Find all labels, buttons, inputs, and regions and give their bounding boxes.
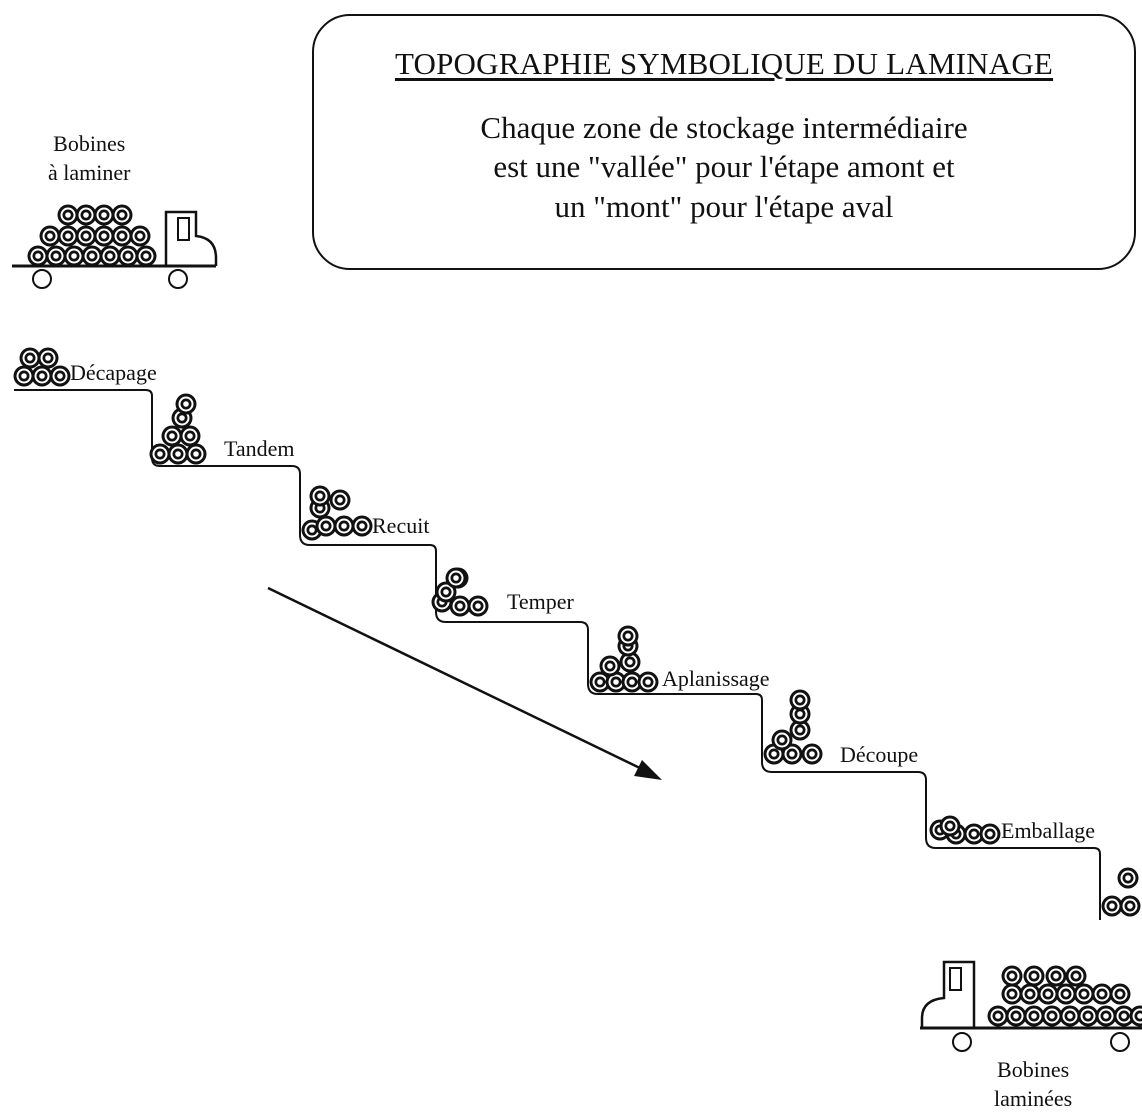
end-label: Bobines laminées xyxy=(994,1056,1072,1113)
subtitle-line: un "mont" pour l'étape aval xyxy=(314,187,1134,226)
coil-icon xyxy=(1118,868,1139,889)
coil-icon xyxy=(82,246,103,267)
coil-icon xyxy=(446,568,467,589)
title-box: TOPOGRAPHIE SYMBOLIQUE DU LAMINAGE Chaqu… xyxy=(312,14,1136,270)
coil-icon xyxy=(168,444,189,465)
coil-icon xyxy=(334,516,355,537)
coil-icon xyxy=(64,246,85,267)
subtitle-line: Chaque zone de stockage intermédiaire xyxy=(314,108,1134,147)
coil-icon xyxy=(1024,966,1045,987)
coil-icon xyxy=(1006,1006,1027,1027)
coil-icon xyxy=(76,226,97,247)
coil-icon xyxy=(46,246,67,267)
coil-icon xyxy=(1046,966,1067,987)
start-label: Bobines à laminer xyxy=(48,130,130,187)
end-label-line: Bobines xyxy=(994,1056,1072,1085)
coil-icon xyxy=(20,348,41,369)
coil-icon xyxy=(772,730,793,751)
coil-stack-icon xyxy=(432,568,489,617)
coil-stack-icon xyxy=(302,486,373,541)
coil-stack-icon xyxy=(150,394,207,465)
coil-icon xyxy=(136,246,157,267)
coil-icon xyxy=(1096,1006,1117,1027)
coil-icon xyxy=(58,226,79,247)
coil-icon xyxy=(28,246,49,267)
coil-icon xyxy=(150,444,171,465)
coil-icon xyxy=(186,444,207,465)
coil-icon xyxy=(316,516,337,537)
coil-icon xyxy=(330,490,351,511)
coil-icon xyxy=(58,205,79,226)
coil-icon xyxy=(468,596,489,617)
coil-icon xyxy=(1024,1006,1045,1027)
coil-icon xyxy=(50,366,71,387)
coil-stack-icon xyxy=(764,690,823,765)
coil-icon xyxy=(1066,966,1087,987)
coil-icon xyxy=(352,516,373,537)
coil-stack-icon xyxy=(590,626,659,693)
coil-icon xyxy=(14,366,35,387)
coil-icon xyxy=(940,816,961,837)
coil-icon xyxy=(1056,984,1077,1005)
coil-icon xyxy=(310,486,331,507)
coil-icon xyxy=(1002,966,1023,987)
start-label-line: à laminer xyxy=(48,159,130,188)
coil-icon xyxy=(980,824,1001,845)
step-label-recuit: Recuit xyxy=(372,513,429,539)
step-label-decapage: Décapage xyxy=(70,360,157,386)
coil-icon xyxy=(1092,984,1113,1005)
coil-stack-icon xyxy=(930,816,1001,845)
coil-icon xyxy=(100,246,121,267)
step-label-tandem: Tandem xyxy=(224,436,295,462)
coil-icon xyxy=(1042,1006,1063,1027)
coil-icon xyxy=(176,394,197,415)
coil-icon xyxy=(112,205,133,226)
start-label-line: Bobines xyxy=(48,130,130,159)
step-label-decoupe: Découpe xyxy=(840,742,918,768)
coil-icon xyxy=(162,426,183,447)
coil-icon xyxy=(38,348,59,369)
coil-icon xyxy=(118,246,139,267)
coil-icon xyxy=(94,205,115,226)
coil-icon xyxy=(1120,896,1141,917)
coil-icon xyxy=(638,672,659,693)
coil-icon xyxy=(600,656,621,677)
coil-icon xyxy=(1020,984,1041,1005)
truck-with-coils-icon xyxy=(12,205,216,289)
coil-icon xyxy=(180,426,201,447)
coil-icon xyxy=(988,1006,1009,1027)
coil-icon xyxy=(1038,984,1059,1005)
coil-icon xyxy=(76,205,97,226)
coil-stack-icon xyxy=(1102,868,1141,917)
coil-icon xyxy=(1074,984,1095,1005)
coil-icon xyxy=(32,366,53,387)
process-staircase xyxy=(14,390,1100,920)
coil-icon xyxy=(1060,1006,1081,1027)
coil-icon xyxy=(802,744,823,765)
diagram-subtitle: Chaque zone de stockage intermédiaire es… xyxy=(314,108,1134,226)
coil-icon xyxy=(94,226,115,247)
coil-icon xyxy=(790,690,811,711)
coil-icon xyxy=(1002,984,1023,1005)
coil-icon xyxy=(130,226,151,247)
coil-load-icon xyxy=(988,966,1142,1027)
diagram-title: TOPOGRAPHIE SYMBOLIQUE DU LAMINAGE xyxy=(314,46,1134,82)
step-label-aplanissage: Aplanissage xyxy=(662,666,770,692)
step-label-temper: Temper xyxy=(507,589,574,615)
coil-icon xyxy=(1078,1006,1099,1027)
coil-icon xyxy=(1102,896,1123,917)
coil-icon xyxy=(618,626,639,647)
step-label-emballage: Emballage xyxy=(1001,818,1095,844)
coil-icon xyxy=(1110,984,1131,1005)
end-label-line: laminées xyxy=(994,1085,1072,1113)
coil-icon xyxy=(112,226,133,247)
subtitle-line: est une "vallée" pour l'étape amont et xyxy=(314,147,1134,186)
coil-icon xyxy=(40,226,61,247)
coil-stack-icon xyxy=(14,348,71,387)
coil-load-icon xyxy=(28,205,157,267)
truck-with-coils-icon xyxy=(920,962,1142,1051)
